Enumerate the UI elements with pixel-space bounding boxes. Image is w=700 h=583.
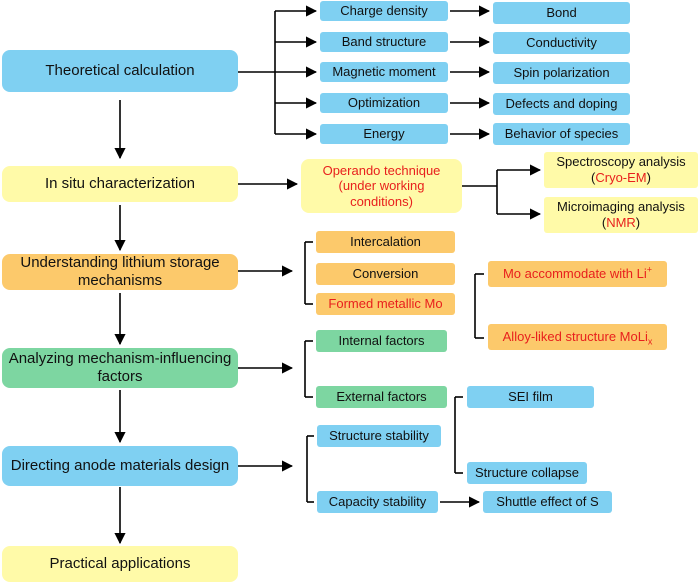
structure-collapse-box: Structure collapse — [467, 462, 587, 484]
external-factors-box: External factors — [316, 386, 447, 408]
bond-box: Bond — [493, 2, 630, 24]
practical-applications-label: Practical applications — [49, 555, 191, 572]
sei-film-box: SEI film — [467, 386, 594, 408]
capacity-stability-box: Capacity stability — [317, 491, 438, 513]
intercalation-box: Intercalation — [316, 231, 455, 253]
alloy-structure-label: Alloy-liked structure MoLix — [502, 329, 653, 347]
operando-technique-box: Operando technique (under working condit… — [301, 159, 462, 213]
spectroscopy-analysis-label: Spectroscopy analysis — [556, 154, 686, 170]
charge-density-label: Charge density — [340, 3, 428, 19]
analyzing-factors-box: Analyzing mechanism-influencing factors — [2, 348, 238, 388]
structure-stability-label: Structure stability — [329, 428, 429, 444]
bond-label: Bond — [546, 5, 577, 21]
band-structure-label: Band structure — [341, 34, 427, 50]
spectroscopy-method-line: (Cryo-EM) — [591, 170, 651, 185]
defects-doping-label: Defects and doping — [505, 96, 618, 112]
behavior-species-label: Behavior of species — [504, 126, 619, 142]
optimization-label: Optimization — [347, 95, 421, 111]
microimaging-method-line: (NMR) — [601, 215, 641, 230]
conductivity-label: Conductivity — [526, 35, 597, 51]
shuttle-effect-label: Shuttle effect of S — [496, 494, 599, 510]
alloy-structure-box: Alloy-liked structure MoLix — [488, 324, 667, 350]
directing-design-box: Directing anode materials design — [2, 446, 238, 486]
analyzing-factors-label: Analyzing mechanism-influencing factors — [8, 350, 232, 385]
mo-accommodate-label: Mo accommodate with Li+ — [502, 264, 653, 282]
conversion-box: Conversion — [316, 263, 455, 285]
operando-line-1: Operando technique — [322, 162, 441, 178]
external-factors-label: External factors — [336, 389, 427, 405]
band-structure-box: Band structure — [320, 32, 448, 52]
microimaging-analysis-label: Microimaging analysis — [557, 199, 685, 215]
operando-line-2: (under working — [338, 178, 425, 194]
operando-line-3: conditions) — [350, 193, 413, 209]
understanding-mechanisms-label: Understanding lithium storage mechanisms — [20, 254, 220, 289]
nmr-label: NMR — [606, 215, 636, 230]
conversion-label: Conversion — [352, 266, 419, 282]
structure-collapse-label: Structure collapse — [474, 465, 580, 481]
spectroscopy-analysis-box: Spectroscopy analysis (Cryo-EM) — [544, 152, 698, 188]
sei-film-label: SEI film — [508, 389, 553, 405]
in-situ-characterization-label: In situ characterization — [44, 175, 196, 192]
spin-polarization-box: Spin polarization — [493, 62, 630, 84]
mo-accommodate-box: Mo accommodate with Li+ — [488, 261, 667, 287]
formed-metallic-mo-label: Formed metallic Mo — [328, 296, 443, 312]
capacity-stability-label: Capacity stability — [328, 494, 427, 510]
directing-design-label: Directing anode materials design — [10, 457, 230, 474]
defects-doping-box: Defects and doping — [493, 93, 630, 115]
energy-box: Energy — [320, 124, 448, 144]
in-situ-characterization-box: In situ characterization — [2, 166, 238, 202]
behavior-species-box: Behavior of species — [493, 123, 630, 145]
theoretical-calculation-label: Theoretical calculation — [45, 62, 195, 79]
shuttle-effect-box: Shuttle effect of S — [483, 491, 612, 513]
intercalation-label: Intercalation — [350, 234, 421, 250]
charge-density-box: Charge density — [320, 1, 448, 21]
theoretical-calculation-box: Theoretical calculation — [2, 50, 238, 92]
energy-label: Energy — [363, 126, 405, 142]
magnetic-moment-box: Magnetic moment — [320, 62, 448, 82]
formed-metallic-mo-box: Formed metallic Mo — [316, 293, 455, 315]
conductivity-box: Conductivity — [493, 32, 630, 54]
internal-factors-box: Internal factors — [316, 330, 447, 352]
cryo-em-label: Cryo-EM — [595, 170, 647, 185]
optimization-box: Optimization — [320, 93, 448, 113]
practical-applications-box: Practical applications — [2, 546, 238, 582]
structure-stability-box: Structure stability — [317, 425, 441, 447]
internal-factors-label: Internal factors — [338, 333, 425, 349]
understanding-mechanisms-box: Understanding lithium storage mechanisms — [2, 254, 238, 290]
spin-polarization-label: Spin polarization — [513, 65, 610, 81]
magnetic-moment-label: Magnetic moment — [332, 64, 436, 80]
microimaging-analysis-box: Microimaging analysis (NMR) — [544, 197, 698, 233]
